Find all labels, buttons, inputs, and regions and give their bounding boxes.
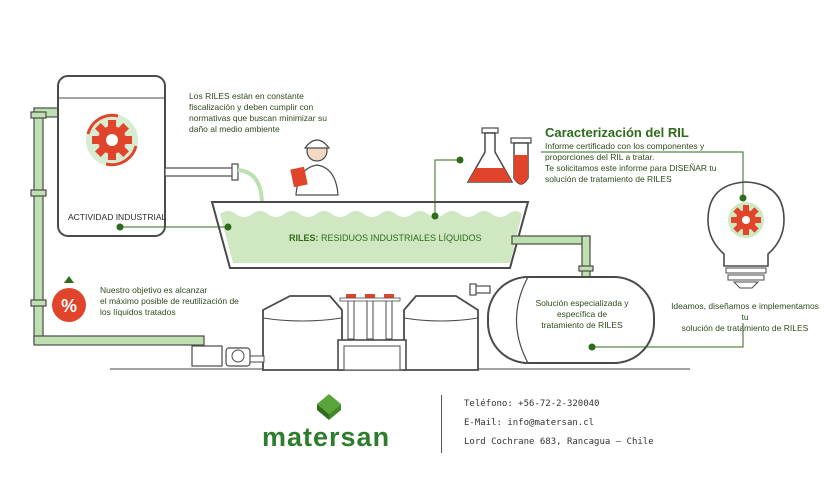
filter-feed-pipe xyxy=(469,283,491,296)
gear-icon xyxy=(86,113,138,167)
filter-frame xyxy=(337,339,407,371)
filter-tank-left xyxy=(262,295,343,371)
svg-text:%: % xyxy=(61,296,77,316)
factory-outlet-pipe xyxy=(164,163,264,206)
characterization-text: Informe certificado con los componentes … xyxy=(545,141,717,184)
percent-icon: % xyxy=(52,276,86,322)
contact-email: E-Mail: info@matersan.cl xyxy=(464,418,595,428)
filter-tank-right xyxy=(403,295,479,371)
lightbulb-icon xyxy=(707,181,785,289)
regulation-text: Los RILES están en constante fiscalizaci… xyxy=(189,91,327,134)
flask-icon xyxy=(466,127,514,183)
solution-tank-text: Solución especializada y específica de t… xyxy=(535,298,629,330)
matersan-logo-icon xyxy=(317,394,341,420)
test-tube-icon xyxy=(510,137,532,185)
industrial-activity-label: ACTIVIDAD INDUSTRIAL xyxy=(68,212,167,222)
idea-text: Ideamos, diseñamos e implementamos tu so… xyxy=(671,301,819,333)
worker-icon xyxy=(290,139,339,196)
objective-text: Nuestro objetivo es alcanzar el máximo p… xyxy=(100,285,239,317)
contact-address: Lord Cochrane 683, Rancagua – Chile xyxy=(464,437,654,447)
pump xyxy=(191,345,265,367)
characterization-title: Caracterización del RIL xyxy=(545,125,689,140)
riles-tank xyxy=(210,201,530,269)
filter-columns xyxy=(339,294,401,340)
brand-name: matersan xyxy=(262,422,391,452)
riles-label: RILES: RESIDUOS INDUSTRIALES LÍQUIDOS xyxy=(289,233,482,243)
riles-process-diagram: % xyxy=(30,75,785,371)
contact-phone: Teléfono: +56-72-2-320040 xyxy=(464,399,600,409)
footer-divider xyxy=(441,395,442,453)
riles-prefix: RILES: xyxy=(289,233,319,243)
solution-tank xyxy=(487,276,655,364)
callout-lines xyxy=(116,151,747,351)
riles-full-name: RESIDUOS INDUSTRIALES LÍQUIDOS xyxy=(321,233,482,243)
tank-transfer-pipe xyxy=(511,235,594,281)
